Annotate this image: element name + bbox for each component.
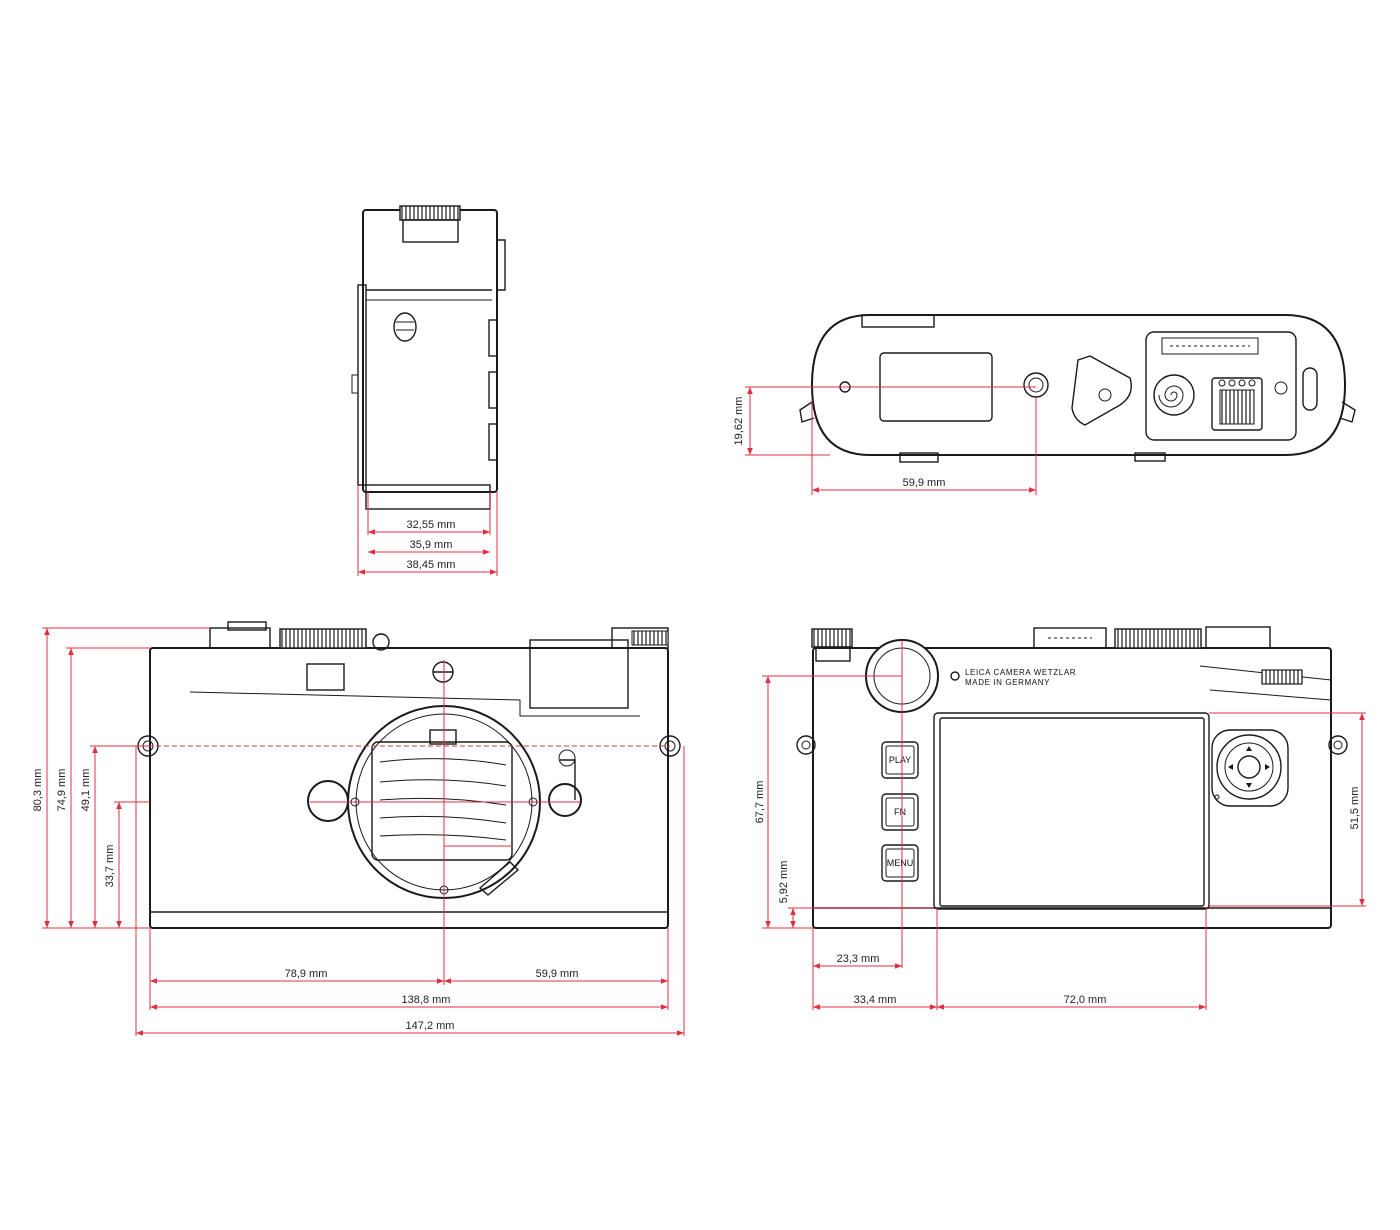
front-dim-147-2: 147,2 mm	[406, 1020, 455, 1032]
thumb-dial-icon	[1261, 669, 1303, 685]
bottom-view-dimensions: 19,62 mm 59,9 mm	[733, 386, 1037, 495]
engraving-line-2: MADE IN GERMANY	[965, 678, 1050, 687]
side-dim-32-55: 32,55 mm	[407, 519, 456, 531]
front-dim-59-9: 59,9 mm	[536, 968, 579, 980]
front-dim-33-7: 33,7 mm	[104, 845, 116, 888]
back-dim-23-3: 23,3 mm	[837, 953, 880, 965]
back-view: LEICA CAMERA WETZLAR MADE IN GERMANY	[796, 626, 1348, 929]
front-view-dimensions: 80,3 mm 74,9 mm 49,1 mm 33,7 mm 78,9 mm …	[32, 627, 685, 1036]
side-dim-35-9: 35,9 mm	[410, 539, 453, 551]
back-dim-72-0: 72,0 mm	[1064, 994, 1107, 1006]
front-view	[137, 621, 681, 929]
front-dim-80-3: 80,3 mm	[32, 769, 44, 812]
menu-button-label: MENU	[887, 858, 914, 868]
dpad-icon	[1216, 734, 1282, 800]
fn-button[interactable]: FN	[881, 793, 919, 831]
side-view-dimensions: 32,55 mm 35,9 mm 38,45 mm	[357, 485, 498, 576]
engraving-line-1: LEICA CAMERA WETZLAR	[965, 668, 1076, 677]
side-dim-38-45: 38,45 mm	[407, 559, 456, 571]
front-dim-138-8: 138,8 mm	[402, 994, 451, 1006]
back-buttons: PLAY FN MENU	[881, 741, 919, 882]
back-dim-67-7: 67,7 mm	[754, 781, 766, 824]
back-view-dimensions: 67,7 mm 5,92 mm 51,5 mm 23,3 mm 33,4 mm …	[754, 640, 1366, 1010]
side-view	[351, 205, 506, 510]
back-dim-33-4: 33,4 mm	[854, 994, 897, 1006]
play-button-label: PLAY	[889, 755, 911, 765]
back-dim-5-92: 5,92 mm	[778, 861, 790, 904]
front-dim-49-1: 49,1 mm	[80, 769, 92, 812]
bottom-view	[799, 314, 1356, 463]
front-dim-78-9: 78,9 mm	[285, 968, 328, 980]
back-dim-51-5: 51,5 mm	[1349, 787, 1361, 830]
play-button[interactable]: PLAY	[881, 741, 919, 779]
bottom-dim-19-62: 19,62 mm	[733, 397, 745, 446]
front-dim-74-9: 74,9 mm	[56, 769, 68, 812]
fn-button-label: FN	[894, 807, 906, 817]
menu-button[interactable]: MENU	[881, 844, 919, 882]
bottom-dim-59-9: 59,9 mm	[903, 477, 946, 489]
